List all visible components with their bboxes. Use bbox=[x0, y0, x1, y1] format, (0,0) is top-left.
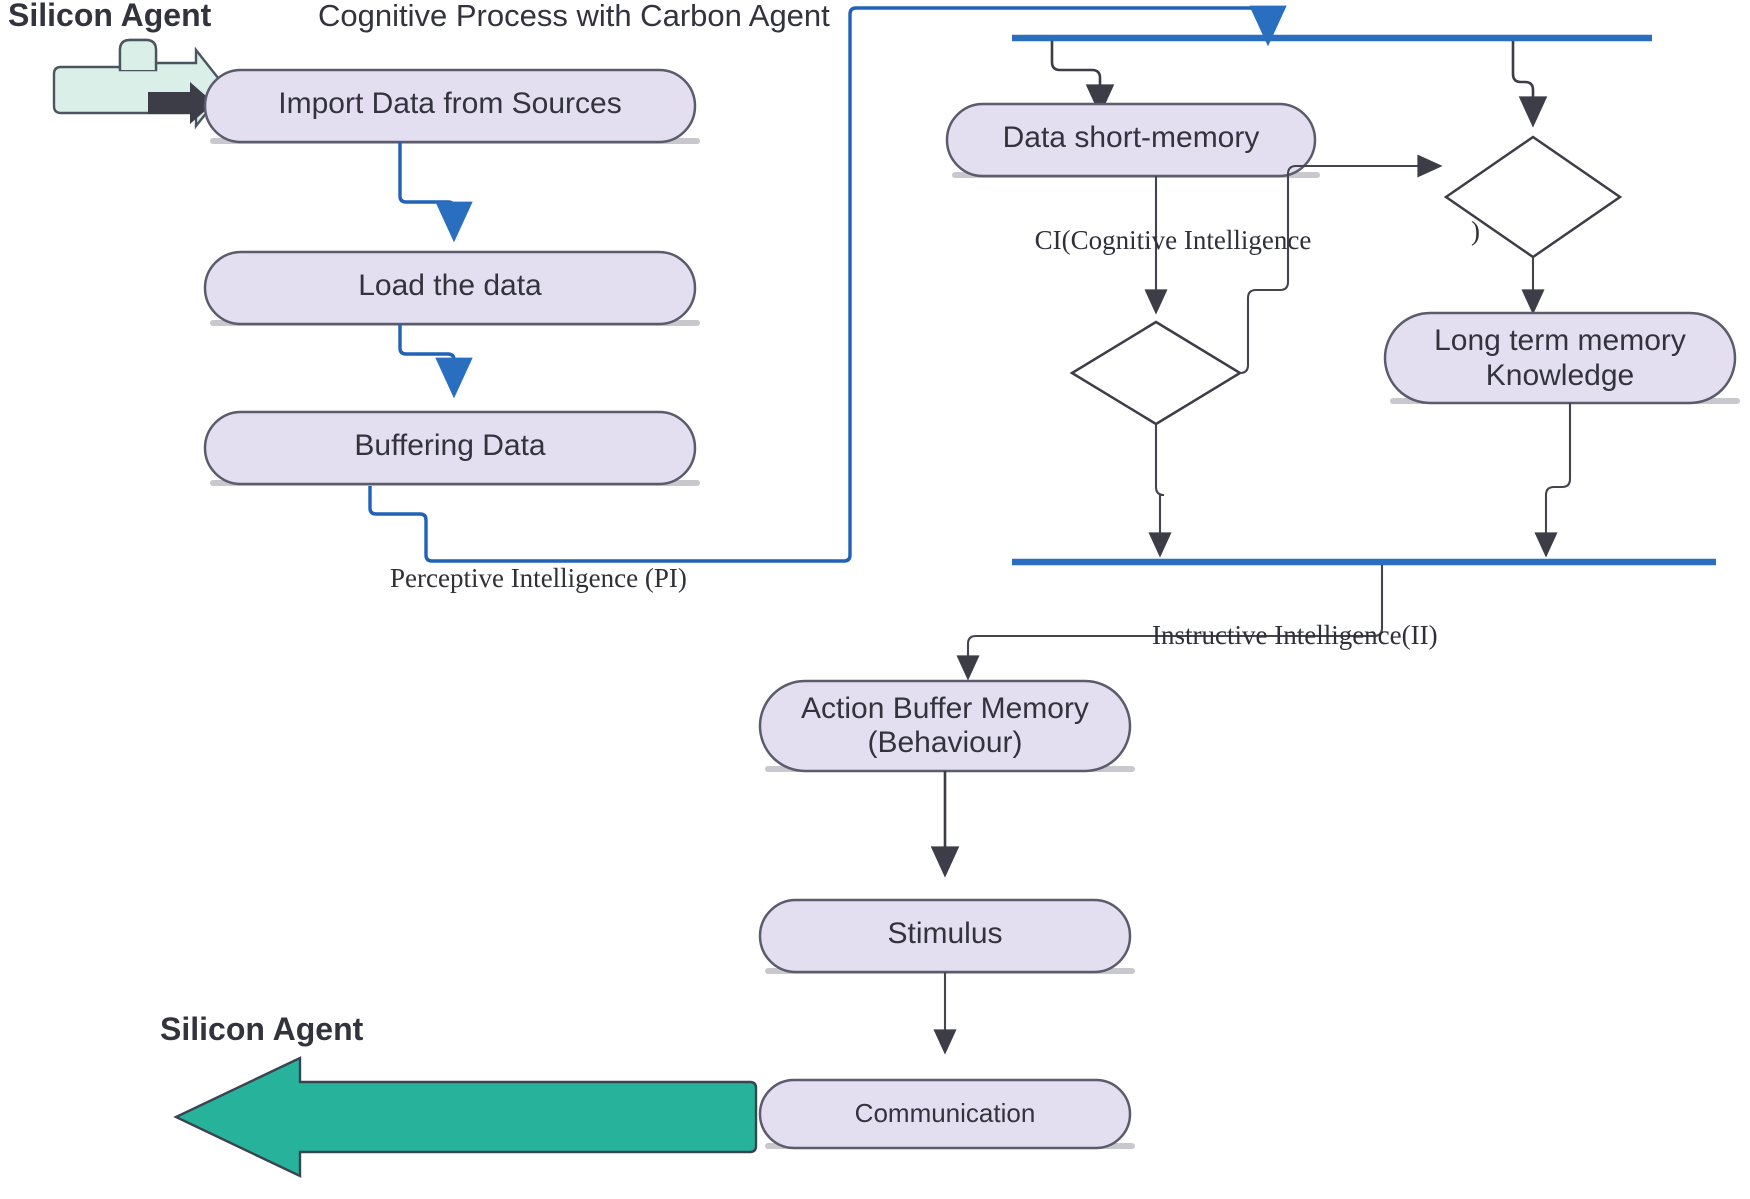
node-action-buffer-memory-label-2: (Behaviour) bbox=[867, 726, 1022, 759]
edge-decision-left-to-join bbox=[1148, 424, 1172, 558]
node-communication-label: Communication bbox=[855, 1098, 1036, 1128]
node-communication[interactable] bbox=[758, 1078, 1132, 1150]
edge-long-term-memory-to-join bbox=[1534, 403, 1572, 558]
node-import-data[interactable] bbox=[203, 68, 697, 144]
right-arrow-icon bbox=[52, 38, 228, 130]
edge-fork-to-short-memory bbox=[1050, 41, 1115, 116]
node-load-data-label: Load the data bbox=[358, 269, 542, 302]
edge-instructive-intelligence bbox=[956, 565, 1384, 681]
node-buffering-data-label: Buffering Data bbox=[354, 429, 546, 462]
node-long-term-memory[interactable] bbox=[1383, 311, 1737, 405]
label-cognitive-intelligence: CI(Cognitive Intelligence bbox=[1035, 225, 1312, 255]
node-data-short-memory-label: Data short-memory bbox=[1003, 121, 1260, 154]
diagram-title: Cognitive Process with Carbon Agent bbox=[318, 0, 830, 33]
edge-perceptive-intelligence-flow bbox=[368, 5, 1287, 563]
silicon-agent-bottom-label: Silicon Agent bbox=[160, 1011, 364, 1047]
node-long-term-memory-label-1: Long term memory bbox=[1434, 324, 1686, 357]
edge-load-to-buffering bbox=[398, 324, 473, 399]
edge-cognitive-intelligence bbox=[1239, 154, 1443, 375]
node-buffering-data[interactable] bbox=[203, 410, 697, 486]
node-load-data[interactable] bbox=[203, 250, 697, 326]
label-instructive-intelligence: Instructive Intelligence(II) bbox=[1152, 620, 1438, 650]
edge-fork-to-decision-right bbox=[1511, 41, 1548, 128]
edge-import-to-load bbox=[398, 142, 473, 243]
label-cognitive-intelligence-paren: ) bbox=[1471, 216, 1480, 246]
node-stimulus-label: Stimulus bbox=[887, 917, 1002, 950]
node-action-buffer-memory-label-1: Action Buffer Memory bbox=[801, 692, 1089, 725]
node-long-term-memory-label-2: Knowledge bbox=[1486, 359, 1634, 392]
node-import-data-label: Import Data from Sources bbox=[278, 87, 621, 120]
label-perceptive-intelligence: Perceptive Intelligence (PI) bbox=[390, 563, 687, 593]
decision-diamond-left[interactable] bbox=[1069, 320, 1243, 426]
node-data-short-memory[interactable] bbox=[945, 102, 1317, 178]
silicon-agent-top-label: Silicon Agent bbox=[8, 0, 212, 33]
left-arrow-icon bbox=[173, 1056, 758, 1178]
